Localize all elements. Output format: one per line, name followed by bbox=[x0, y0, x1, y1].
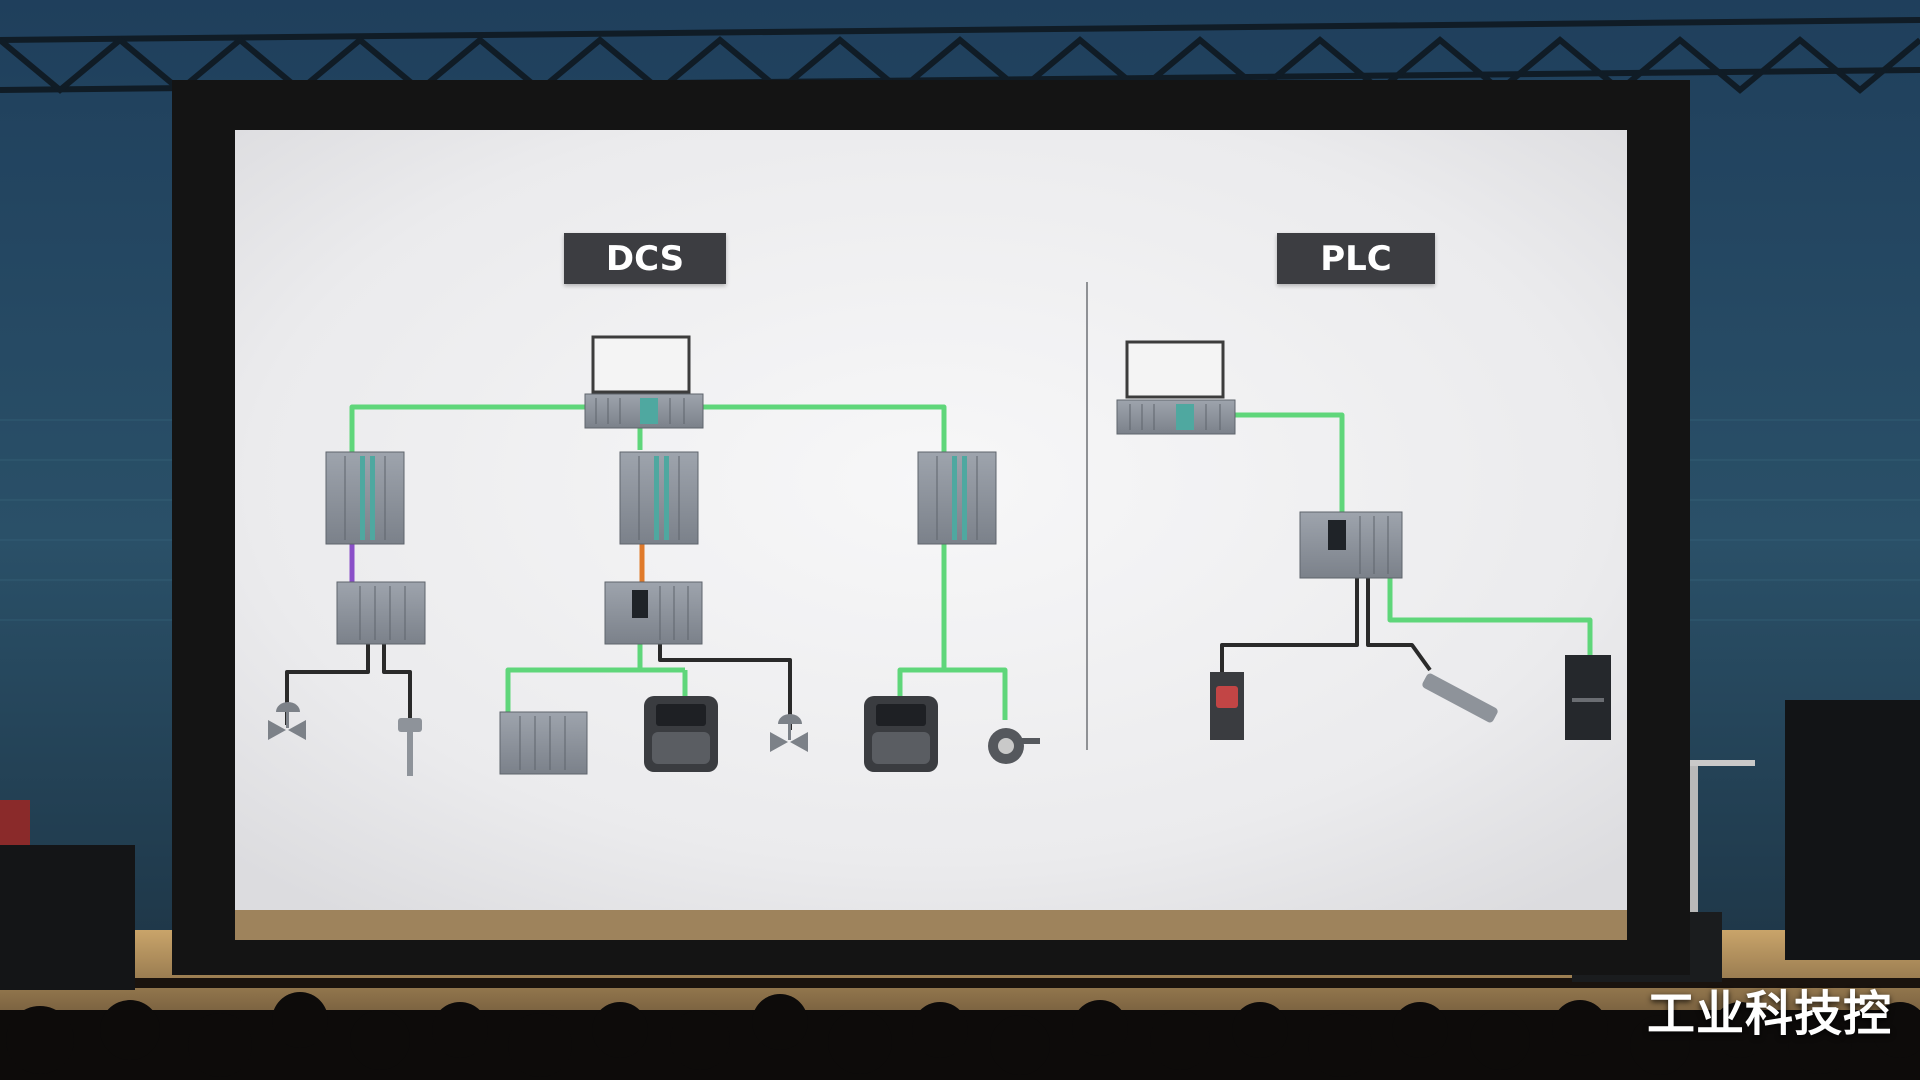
watermark-text: 工业科技控 bbox=[1646, 986, 1892, 1042]
plc-title-label: PLC bbox=[1277, 233, 1435, 284]
dcs-operator-station bbox=[584, 335, 704, 429]
screen-bottom-glow bbox=[235, 910, 1627, 940]
dcs-drive-2 bbox=[864, 696, 938, 772]
plc-field-lines bbox=[1220, 578, 1432, 678]
audience bbox=[0, 992, 1920, 1080]
dcs-controller-1 bbox=[325, 451, 405, 545]
dcs-encoder bbox=[988, 728, 1040, 764]
plc-photoelectric-sensor bbox=[1210, 672, 1244, 740]
dcs-drive-1 bbox=[644, 696, 718, 772]
dcs-valve-1 bbox=[268, 702, 306, 740]
dcs-title-label: DCS bbox=[564, 233, 726, 284]
dcs-valve-2 bbox=[770, 714, 808, 752]
plc-operator-station bbox=[1116, 340, 1236, 435]
dcs-io-module-rack bbox=[499, 711, 588, 775]
plc-controller bbox=[1299, 511, 1403, 579]
dcs-field-lines bbox=[285, 640, 792, 730]
stage-edge bbox=[0, 978, 1920, 988]
stage-left-speaker bbox=[0, 800, 135, 990]
brick-wall bbox=[0, 419, 1920, 621]
dcs-io-station-1 bbox=[336, 581, 426, 645]
plc-drive bbox=[1565, 655, 1611, 740]
plc-proximity-sensor bbox=[1422, 673, 1498, 723]
dcs-io-station-2 bbox=[604, 581, 703, 645]
dcs-controller-2 bbox=[619, 451, 699, 545]
plc-network-lines bbox=[1235, 412, 1593, 658]
dcs-temperature-sensor bbox=[398, 718, 422, 776]
dcs-controller-3 bbox=[917, 451, 997, 545]
